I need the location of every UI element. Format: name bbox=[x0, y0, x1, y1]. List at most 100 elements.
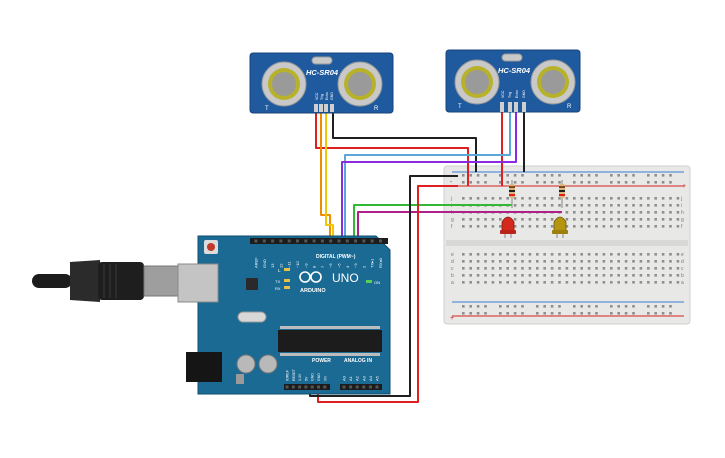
transducer-left bbox=[454, 59, 500, 105]
svg-text:GND: GND bbox=[522, 90, 526, 98]
digital-pin-label: ~6 bbox=[328, 263, 333, 268]
svg-text:Trig: Trig bbox=[320, 94, 324, 100]
resistor-1[interactable] bbox=[509, 180, 515, 208]
ultrasonic-sensor-2[interactable]: HC-SR04 T R VCC Trig Echo GND bbox=[445, 49, 581, 113]
power-pin-label: 3.3V bbox=[298, 373, 302, 381]
analog-pin-label: A5 bbox=[375, 375, 380, 381]
arduino-uno-board[interactable]: ARDUINO UNO DIGITAL (PWM~) L TX RX ON PO… bbox=[177, 235, 391, 395]
led-l-label: L bbox=[278, 268, 281, 273]
sensor-1-t-mark: T bbox=[265, 106, 269, 112]
sensor-1-pins bbox=[314, 104, 334, 112]
row-letter: a bbox=[681, 280, 684, 286]
rail-plus-label-right: + bbox=[682, 183, 686, 190]
arduino-logo bbox=[299, 271, 322, 283]
atmega-chip bbox=[278, 330, 382, 352]
analog-pin-label: A2 bbox=[355, 375, 360, 381]
power-jack[interactable] bbox=[186, 352, 222, 382]
digital-pin-label: ~3 bbox=[353, 263, 358, 268]
svg-text:Echo: Echo bbox=[515, 90, 519, 98]
svg-text:VCC: VCC bbox=[315, 92, 319, 100]
rail-minus-label: - bbox=[450, 179, 453, 186]
row-letter: c bbox=[681, 266, 684, 272]
digital-pin-label: 2 bbox=[361, 265, 366, 268]
rail-plus-label: + bbox=[450, 315, 454, 322]
digital-header-label: DIGITAL (PWM~) bbox=[316, 254, 356, 260]
power-pin-label: GND bbox=[311, 373, 315, 381]
analog-pin-label: A0 bbox=[342, 375, 347, 381]
svg-text:Echo: Echo bbox=[325, 92, 329, 100]
led-red[interactable] bbox=[500, 216, 516, 238]
sensor-1-label: HC-SR04 bbox=[306, 68, 339, 77]
wire-sensor2-echo-purple bbox=[341, 112, 517, 240]
row-letter: g bbox=[681, 217, 684, 223]
analog-pin-label: A3 bbox=[361, 375, 366, 381]
digital-pin-label: 8 bbox=[312, 265, 317, 268]
row-letter: b bbox=[451, 273, 454, 279]
row-letter: h bbox=[681, 210, 684, 216]
usb-chip bbox=[246, 278, 258, 290]
row-letter: b bbox=[681, 273, 684, 279]
transducer-left bbox=[261, 61, 307, 107]
led-on bbox=[366, 280, 372, 283]
digital-pin-label: GND bbox=[262, 259, 267, 268]
digital-pin-label: 12 bbox=[278, 263, 283, 268]
analog-pin-label: A1 bbox=[348, 375, 353, 381]
row-letter: j bbox=[680, 196, 682, 202]
on-label: ON bbox=[374, 280, 380, 285]
sensor-2-r-mark: R bbox=[567, 104, 572, 110]
digital-pin-label: ~5 bbox=[337, 263, 342, 268]
row-letter: d bbox=[451, 259, 454, 265]
led-l bbox=[284, 268, 290, 271]
power-pin-label: IOREF bbox=[286, 369, 290, 381]
wire-led-magenta bbox=[357, 211, 562, 240]
digital-header bbox=[250, 238, 388, 244]
analog-header-label: ANALOG IN bbox=[344, 358, 372, 364]
digital-pin-label: 7 bbox=[320, 265, 325, 268]
transducer-right bbox=[530, 59, 576, 105]
sensor-2-t-mark: T bbox=[458, 104, 462, 110]
svg-text:VCC: VCC bbox=[501, 90, 505, 98]
usb-port[interactable] bbox=[177, 263, 219, 303]
digital-pin-label: 4 bbox=[345, 265, 350, 268]
wire-led-green bbox=[353, 204, 512, 240]
ultrasonic-sensor-1[interactable]: HC-SR04 T R VCC Trig Echo GND bbox=[249, 52, 394, 114]
resistor-2[interactable] bbox=[559, 180, 565, 208]
row-letter: g bbox=[451, 217, 454, 223]
model-label: UNO bbox=[332, 271, 359, 285]
row-letter: d bbox=[681, 259, 684, 265]
row-letter: c bbox=[451, 266, 454, 272]
power-pin-label: Vin bbox=[323, 376, 327, 381]
power-pin-label: GND bbox=[317, 373, 321, 381]
sensor-1-r-mark: R bbox=[374, 106, 379, 112]
led-tx bbox=[284, 279, 290, 282]
row-letter: e bbox=[451, 252, 454, 258]
svg-text:GND: GND bbox=[330, 92, 334, 100]
led-yellow[interactable] bbox=[552, 216, 568, 238]
row-letter: f bbox=[451, 224, 453, 230]
row-letter: j bbox=[450, 196, 452, 202]
analog-pin-label: A4 bbox=[368, 375, 373, 381]
analog-header-strip bbox=[340, 384, 382, 390]
digital-pin-label: ~10 bbox=[295, 260, 300, 268]
wire-sensor1-vcc-red bbox=[315, 112, 469, 186]
row-letter: i bbox=[681, 203, 682, 209]
sensor-2-label: HC-SR04 bbox=[498, 66, 531, 75]
wire-sensor1-echo-yellow bbox=[325, 112, 334, 240]
svg-text:Trig: Trig bbox=[508, 92, 512, 98]
transducer-right bbox=[337, 61, 383, 107]
usb-cable[interactable] bbox=[32, 260, 181, 302]
wire-sensor2-trig-blue bbox=[344, 112, 511, 240]
wires bbox=[309, 112, 562, 403]
digital-pin-label: ~11 bbox=[287, 261, 292, 268]
power-pin-label: RESET bbox=[292, 368, 296, 381]
led-tx-label: TX bbox=[275, 279, 280, 284]
digital-pin-label: TX▸1 bbox=[370, 258, 375, 268]
sensor-1-pin-labels: VCC Trig Echo GND bbox=[315, 92, 334, 100]
digital-pin-label: RX◂0 bbox=[378, 257, 383, 268]
